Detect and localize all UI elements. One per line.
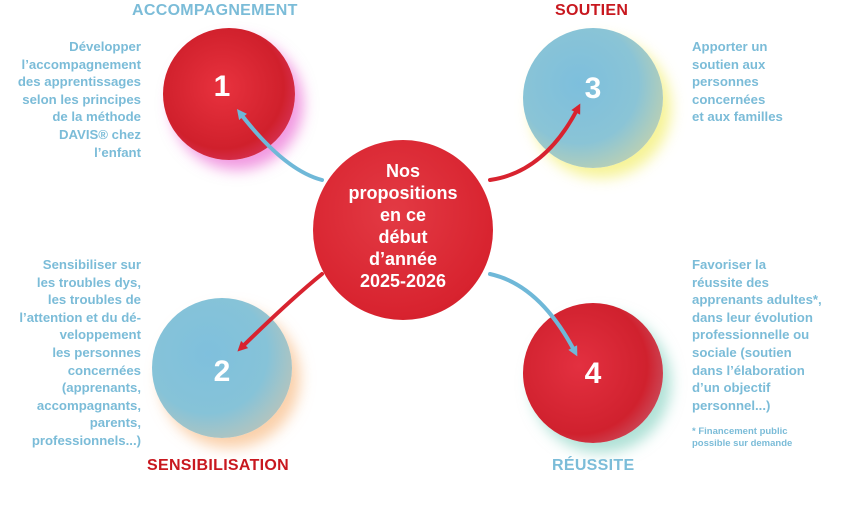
description-1: Développer l’accompagnement des apprenti… (17, 39, 141, 160)
heading-accompagnement: ACCOMPAGNEMENT (132, 2, 298, 19)
center-title: Nos propositions en ce début d’année 202… (348, 161, 458, 291)
heading-reussite: RÉUSSITE (552, 457, 635, 474)
description-4: Favoriser la réussite des apprenants adu… (692, 257, 822, 413)
description-3: Apporter un soutien aux personnes concer… (692, 39, 783, 125)
circle-1-number: 1 (213, 70, 231, 103)
arrow-to-1 (236, 109, 324, 182)
center-circle (313, 140, 493, 320)
footnote-financement: * Financement public possible sur demand… (692, 426, 793, 449)
heading-soutien: SOUTIEN (555, 2, 629, 19)
circle-3-number: 3 (584, 72, 602, 105)
circle-3 (523, 28, 663, 168)
arrow-to-2 (237, 272, 324, 352)
description-2: Sensibiliser sur les troubles dys, les t… (19, 257, 141, 448)
circle-2-number: 2 (213, 355, 231, 388)
circle-1 (163, 28, 295, 160)
circle-4-number: 4 (584, 357, 602, 390)
arrow-to-3 (488, 103, 581, 182)
heading-sensibilisation: SENSIBILISATION (147, 457, 289, 474)
circle-4 (523, 303, 663, 443)
arrow-to-4 (488, 272, 578, 357)
